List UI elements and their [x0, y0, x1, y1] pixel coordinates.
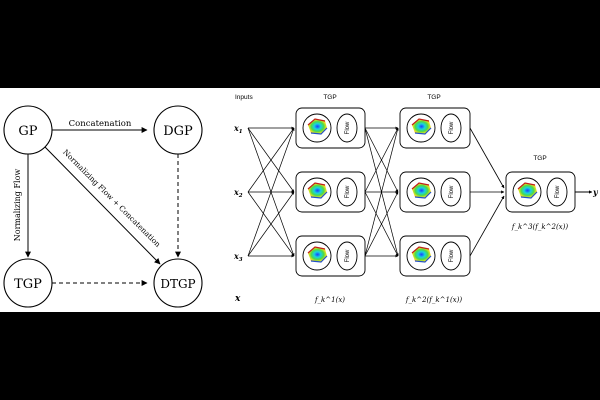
input-x1: x1 — [233, 123, 243, 135]
input-x2: x2 — [233, 187, 243, 199]
layer2-unit-3: Flow — [399, 235, 471, 277]
edge-label-concatenation: Concatenation — [69, 119, 132, 129]
node-dtgp-label: DTGP — [160, 277, 195, 291]
layer3-unit: Flow — [505, 171, 576, 213]
left-graph: Concatenation Normalizing Flow Normalizi… — [3, 105, 203, 308]
flow-label: Flow — [345, 185, 351, 198]
flow-label: Flow — [449, 121, 455, 134]
layer1-caption: f_k^1(x) — [314, 296, 345, 304]
diagram-canvas: Concatenation Normalizing Flow Normalizi… — [0, 88, 600, 312]
flow-label: Flow — [345, 249, 351, 262]
layer1-title: TGP — [323, 94, 336, 101]
input-x-vector: x — [234, 294, 241, 304]
node-gp: GP — [3, 105, 53, 155]
output-y: y — [592, 187, 599, 197]
layer2-unit-1: Flow — [399, 107, 471, 149]
layer2-unit-2: Flow — [399, 171, 471, 213]
node-dgp-label: DGP — [163, 124, 193, 139]
node-tgp: TGP — [3, 258, 53, 308]
edge-label-flow-concat: Normalizing Flow + Concatenation — [61, 148, 162, 249]
flow-label: Flow — [449, 185, 455, 198]
diagram-svg: Concatenation Normalizing Flow Normalizi… — [3, 94, 599, 308]
flow-label: Flow — [345, 121, 351, 134]
connections-input-layer1 — [247, 126, 295, 258]
connections-layer1-layer2 — [364, 126, 399, 258]
right-diagram: Inputs TGP TGP TGP x1 x2 x3 x — [233, 94, 599, 304]
layer2-title: TGP — [427, 94, 440, 101]
layer3-caption: f_k^3(f_k^2(x)) — [511, 223, 568, 231]
inputs-label: Inputs — [235, 94, 253, 101]
layer1-unit-2: Flow — [295, 171, 366, 213]
edge-gp-dtgp — [44, 146, 161, 265]
layer2-caption: f_k^2(f_k^1(x)) — [405, 296, 462, 304]
edge-label-normalizing-flow: Normalizing Flow — [13, 169, 22, 242]
flow-label: Flow — [449, 249, 455, 262]
node-gp-label: GP — [18, 124, 37, 139]
connections-layer2-layer3 — [469, 127, 505, 257]
node-dgp: DGP — [153, 105, 203, 155]
layer1-unit-1: Flow — [295, 107, 366, 149]
layer1-unit-3: Flow — [295, 235, 366, 277]
layer3-title: TGP — [533, 155, 546, 162]
input-x3: x3 — [233, 251, 243, 263]
flow-label: Flow — [555, 185, 561, 198]
node-dtgp: DTGP — [153, 258, 203, 308]
node-tgp-label: TGP — [14, 277, 42, 292]
